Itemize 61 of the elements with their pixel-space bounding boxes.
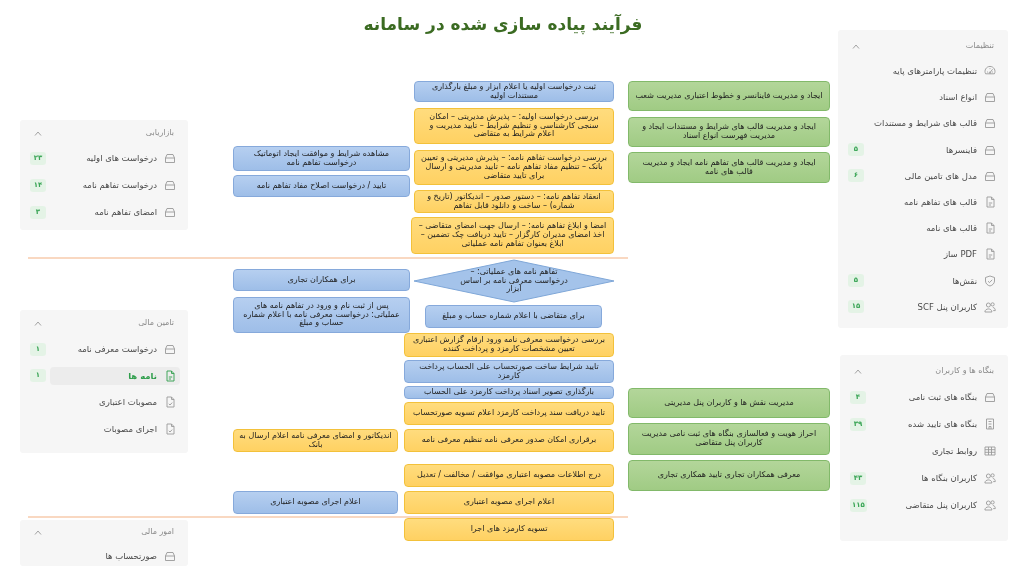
menu-item: درخواست معرفی نامه (50, 340, 180, 358)
menu-item: کاربران پنل SCF (868, 297, 1000, 316)
menu-item: قالب های شرایط و مستندات (868, 114, 1000, 133)
process-box: ایجاد و مدیریت قالب های تفاهم نامه ایجاد و مدیریت قالب های نامه (628, 152, 830, 183)
menu-item: کاربران بنگاه ها (870, 469, 1000, 487)
menu-item: روابط تجاری (870, 442, 1000, 460)
process-box: تایید / درخواست اصلاح مفاد تفاهم نامه (233, 175, 410, 197)
menu-item: تنظیمات پارامترهای پایه (868, 62, 1000, 80)
menu-item: درخواست های اولیه (50, 149, 180, 167)
panel-heading: تنظیمات (965, 41, 994, 51)
process-box: ثبت درخواست اولیه یا اعلام ابزار و مبلغ بارگذاری مستندات اولیه (414, 81, 614, 102)
process-box: بارگذاری تصویر اسناد پرداخت کارمزد علی الحساب (404, 386, 614, 399)
menu-item: بنگاه های ثبت نامی (870, 388, 1000, 406)
process-box: احراز هویت و فعالسازی بنگاه های ثبت نامی مدیریت کاربران پنل متقاضی (628, 423, 830, 455)
menu-item: کاربران پنل متقاضی (870, 496, 1000, 514)
process-box: بررسی درخواست اولیه: – پذیرش مدیریتی – امکان سنجی کارشناسی و تنظیم شرایط – تایید مدیریت و اعلام شرایط به متقاضی (414, 108, 614, 144)
process-box: اعلام اجرای مصوبه اعتباری (404, 491, 614, 514)
menu-item: PDF ساز (868, 245, 1000, 264)
menu-item: اجرای مصوبات (50, 420, 180, 439)
process-box: ایجاد و مدیریت قالب های شرایط و مستندات ایجاد و مدیریت فهرست انواع اسناد (628, 117, 830, 147)
menu-panel (20, 310, 188, 453)
process-box: برقراری امکان صدور معرفی نامه تنظیم معرفی نامه (404, 429, 614, 452)
process-box: تایید دریافت سند پرداخت کارمزد اعلام تسویه صورتحساب (404, 402, 614, 425)
diagram-title: فرآیند پیاده سازی شده در سامانه (363, 13, 643, 35)
menu-item: فاینسرها (868, 140, 1000, 159)
process-box: اعلام اجرای مصوبه اعتباری (233, 491, 398, 514)
process-box: مدیریت نقش ها و کاربران پنل مدیریتی (628, 388, 830, 418)
menu-panel (840, 355, 1008, 541)
process-box: مشاهده شرایط و موافقت ایجاد اتوماتیک درخواست تفاهم نامه (233, 146, 410, 171)
process-box: برای متقاضی با اعلام شماره حساب و مبلغ (425, 305, 602, 328)
process-box: امضا و ابلاغ تفاهم نامه: – ارسال جهت امضای متقاضی – اخذ امضای مدیران کارگزار – تایید دریافت چک تضمین – ابلاغ بعنوان تفاهم نامه عملیاتی (411, 217, 614, 254)
decision-diamond: تفاهم نامه های عملیاتی: – درخواست معرفی نامه بر اساس ابزار (413, 259, 615, 303)
menu-panel (20, 120, 188, 230)
process-box: تایید شرایط ساخت صورتحساب علی الحساب پرداخت کارمزد (404, 360, 614, 383)
menu-item: نامه ها (50, 366, 180, 385)
process-box: بررسی درخواست تفاهم نامه: – پذیرش مدیریتی و تعیین بانک – تنظیم مفاد تفاهم نامه – تایید مدیریتی و ارسال برای تایید متقاضی (414, 150, 614, 185)
process-box: پس از ثبت نام و ورود در تفاهم نامه های عملیاتی: درخواست معرفی نامه با اعلام شماره حساب و مبلغ (233, 297, 410, 333)
menu-item: قالب های نامه (868, 219, 1000, 238)
menu-panel (20, 520, 188, 566)
process-box: ایجاد و مدیریت فاینانسر و خطوط اعتباری مدیریت شعب (628, 81, 830, 111)
menu-item: مصوبات اعتباری (50, 393, 180, 412)
process-box: درج اطلاعات مصوبه اعتباری موافقت / مخالفت / تعدیل (404, 464, 614, 487)
menu-item: بنگاه های تایید شده (870, 415, 1000, 433)
process-box: برای همکاران تجاری (233, 269, 410, 291)
process-box: معرفی همکاران تجاری تایید همکاری تجاری (628, 460, 830, 491)
process-box: تسویه کارمزد های اجرا (404, 518, 614, 541)
menu-item: مدل های تامین مالی (868, 166, 1000, 185)
menu-item: درخواست تفاهم نامه (50, 176, 180, 194)
process-box: اندیکاتور و امضای معرفی نامه اعلام ارسال به بانک (233, 429, 398, 452)
menu-item: امضای تفاهم نامه (50, 203, 180, 221)
menu-item: صورتحساب ها (50, 547, 180, 565)
panel-heading: بازاریابی (145, 128, 174, 138)
panel-heading: تامین مالی (138, 318, 174, 328)
process-box: بررسی درخواست معرفی نامه ورود ارقام گزارش اعتباری تعیین مشخصات کارمزد و پرداخت کننده (404, 333, 614, 357)
menu-item: قالب های تفاهم نامه (868, 193, 1000, 211)
process-box: انعقاد تفاهم نامه: – دستور صدور – اندیکاتور (تاریخ و شماره) – ساخت و دانلود قابل تفاهم (414, 190, 614, 213)
menu-panel (838, 30, 1008, 328)
panel-heading: امور مالی (141, 527, 174, 537)
panel-heading: بنگاه ها و کاربران (935, 366, 994, 376)
menu-item: انواع اسناد (868, 88, 1000, 107)
menu-item: نقش‌ها (868, 271, 1000, 290)
